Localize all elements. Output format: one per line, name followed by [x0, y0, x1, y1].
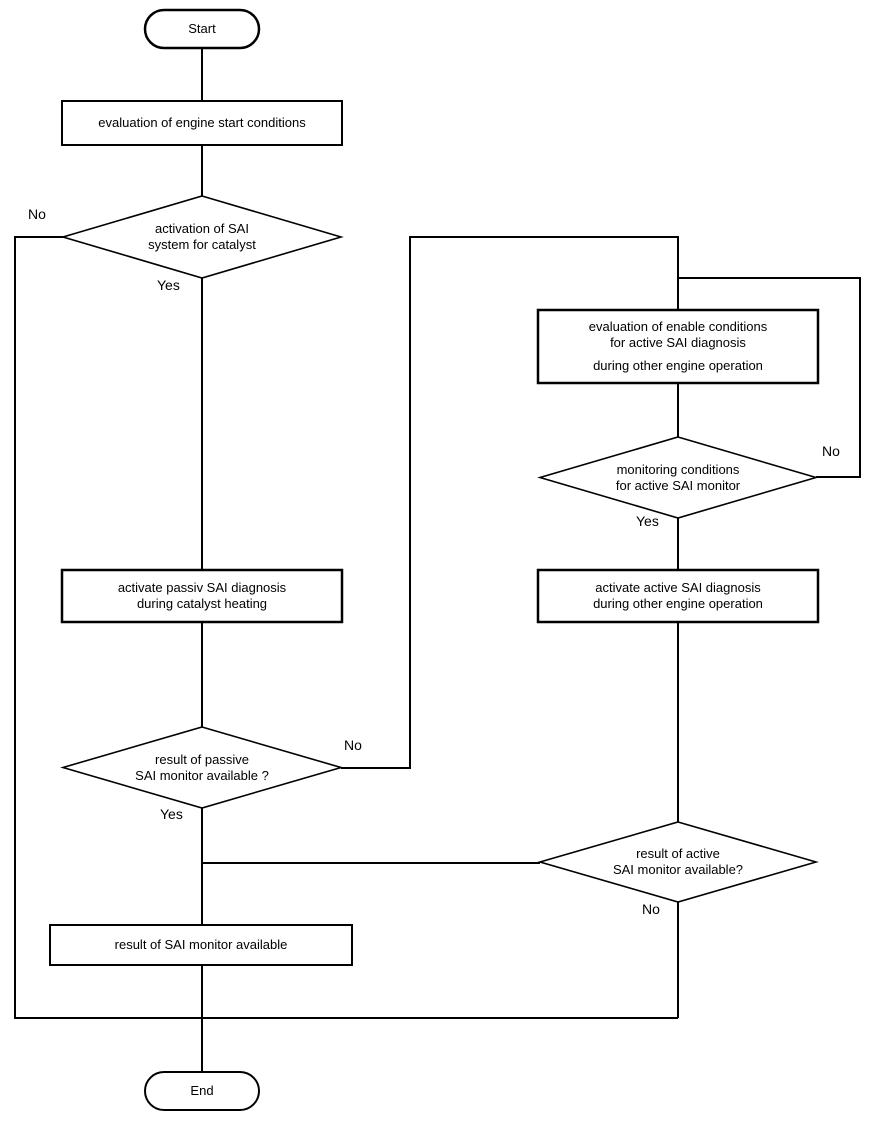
result-active-no-label: No	[642, 901, 660, 917]
monitoring-conditions-no-label: No	[822, 443, 840, 459]
monitoring-conditions-label: monitoring conditions for active SAI mon…	[615, 461, 741, 493]
eval-enable-conditions-label: evaluation of enable conditions for acti…	[538, 310, 818, 383]
result-passive-label: result of passive SAI monitor available …	[135, 751, 269, 783]
activate-active-shape	[536, 568, 820, 624]
edge-activation-no-left-bottom	[14, 236, 678, 1019]
activate-passive-label: activate passiv SAI diagnosis during cat…	[117, 580, 287, 611]
edge-result-passive-no	[341, 236, 679, 769]
activation-sai-decision-shape	[60, 195, 344, 279]
monitoring-conditions-decision-shape	[537, 436, 819, 519]
edge-monitoring-no-loop	[678, 277, 861, 478]
end-terminator-shape	[144, 1071, 260, 1111]
start-node-label: Start	[188, 21, 216, 36]
result-passive-no-label: No	[344, 737, 362, 753]
result-available-label: result of SAI monitor available	[114, 937, 288, 952]
start-terminator-shape	[143, 8, 261, 50]
eval-enable-conditions-line1: evaluation of enable conditions for acti…	[588, 319, 768, 350]
eval-enable-conditions-shape	[536, 308, 820, 385]
eval-engine-start-shape	[61, 100, 343, 146]
activate-active-label: activate active SAI diagnosis during oth…	[593, 580, 763, 611]
monitoring-conditions-yes-label: Yes	[636, 513, 659, 529]
result-active-label: result of active SAI monitor available?	[612, 846, 744, 877]
activation-sai-yes-label: Yes	[157, 277, 180, 293]
result-active-decision-shape	[537, 821, 819, 903]
activation-sai-no-label: No	[28, 206, 46, 222]
result-available-shape	[49, 924, 353, 966]
end-node-label: End	[190, 1083, 214, 1098]
result-passive-decision-shape	[60, 726, 344, 809]
eval-engine-start-label: evaluation of engine start conditions	[98, 115, 306, 130]
result-passive-yes-label: Yes	[160, 806, 183, 822]
activation-sai-label: activation of SAI system for catalyst	[148, 221, 256, 252]
eval-enable-conditions-line2: during other engine operation	[593, 358, 763, 373]
activate-passive-shape	[60, 568, 344, 624]
